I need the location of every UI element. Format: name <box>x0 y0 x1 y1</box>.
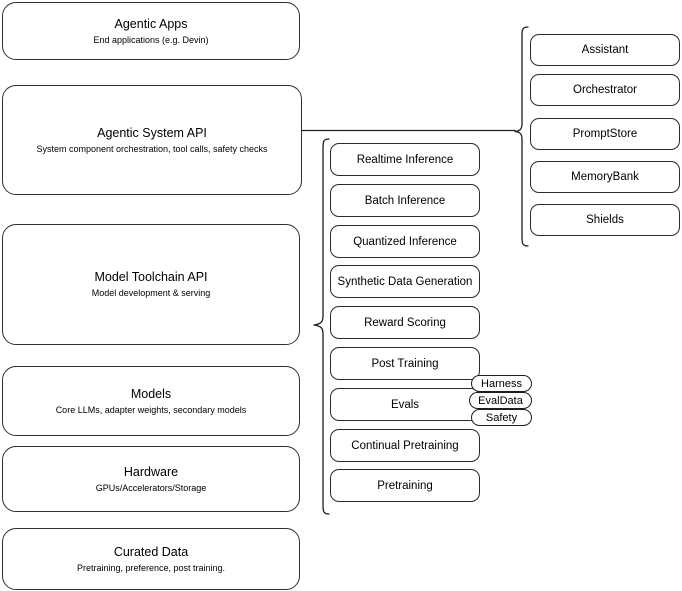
layer-title: Agentic System API <box>97 125 207 140</box>
layer-title: Agentic Apps <box>114 16 188 31</box>
layer-box-agentic-apps[interactable]: Agentic Apps End applications (e.g. Devi… <box>2 2 300 60</box>
layer-box-hardware[interactable]: Hardware GPUs/Accelerators/Storage <box>2 446 300 512</box>
component-label: MemoryBank <box>571 171 639 183</box>
layer-subtitle: Core LLMs, adapter weights, secondary mo… <box>55 404 247 415</box>
component-box-assistant[interactable]: Assistant <box>530 34 680 66</box>
eval-badge-harness[interactable]: Harness <box>471 375 532 392</box>
component-box-memorybank[interactable]: MemoryBank <box>530 161 680 193</box>
layer-title: Models <box>130 386 172 401</box>
capability-label: Batch Inference <box>364 194 446 207</box>
eval-badge-label: EvalData <box>478 394 523 407</box>
eval-badge-label: Safety <box>485 411 518 424</box>
capability-box-reward-scoring[interactable]: Reward Scoring <box>330 306 480 339</box>
capability-box-pretraining[interactable]: Pretraining <box>330 469 480 502</box>
layer-box-curated-data[interactable]: Curated Data Pretraining, preference, po… <box>2 528 300 590</box>
capability-box-synthetic-data-generation[interactable]: Synthetic Data Generation <box>330 265 480 298</box>
layer-box-model-toolchain-api[interactable]: Model Toolchain API Model development & … <box>2 224 300 345</box>
component-box-orchestrator[interactable]: Orchestrator <box>530 74 680 106</box>
layer-title: Curated Data <box>113 544 189 559</box>
connector-line-system-api-to-components <box>301 124 517 138</box>
capability-label: Reward Scoring <box>364 316 446 329</box>
capability-label: Realtime Inference <box>356 153 454 166</box>
eval-badge-evaldata[interactable]: EvalData <box>469 392 532 409</box>
capability-box-batch-inference[interactable]: Batch Inference <box>330 184 480 217</box>
layer-subtitle: Pretraining, preference, post training. <box>76 562 226 573</box>
layer-subtitle: GPUs/Accelerators/Storage <box>95 482 207 493</box>
capability-box-quantized-inference[interactable]: Quantized Inference <box>330 225 480 258</box>
layer-subtitle: End applications (e.g. Devin) <box>93 34 209 45</box>
eval-badge-label: Harness <box>481 377 522 390</box>
layer-subtitle: System component orchestration, tool cal… <box>36 143 268 154</box>
capability-label: Continual Pretraining <box>351 439 459 452</box>
layer-title: Hardware <box>123 464 179 479</box>
capability-label: Pretraining <box>377 479 433 492</box>
brace-agentic-system-components <box>512 26 530 248</box>
layer-box-models[interactable]: Models Core LLMs, adapter weights, secon… <box>2 366 300 436</box>
component-label: Assistant <box>581 44 629 56</box>
layer-title: Model Toolchain API <box>94 270 208 284</box>
brace-model-toolchain-capabilities <box>311 138 331 516</box>
capability-label: Quantized Inference <box>353 235 457 248</box>
capability-box-evals[interactable]: Evals <box>330 388 480 421</box>
capability-label: Synthetic Data Generation <box>337 275 473 288</box>
component-label: PromptStore <box>572 128 638 140</box>
capability-box-realtime-inference[interactable]: Realtime Inference <box>330 143 480 176</box>
eval-badge-safety[interactable]: Safety <box>471 409 532 426</box>
component-label: Shields <box>586 214 624 226</box>
layer-subtitle: Model development & serving <box>91 288 211 298</box>
capability-label: Post Training <box>371 357 439 370</box>
component-label: Orchestrator <box>573 84 637 96</box>
capability-label: Evals <box>390 398 420 411</box>
component-box-shields[interactable]: Shields <box>530 204 680 236</box>
component-box-promptstore[interactable]: PromptStore <box>530 118 680 150</box>
layer-box-agentic-system-api[interactable]: Agentic System API System component orch… <box>2 85 302 195</box>
capability-box-continual-pretraining[interactable]: Continual Pretraining <box>330 429 480 462</box>
capability-box-post-training[interactable]: Post Training <box>330 347 480 380</box>
